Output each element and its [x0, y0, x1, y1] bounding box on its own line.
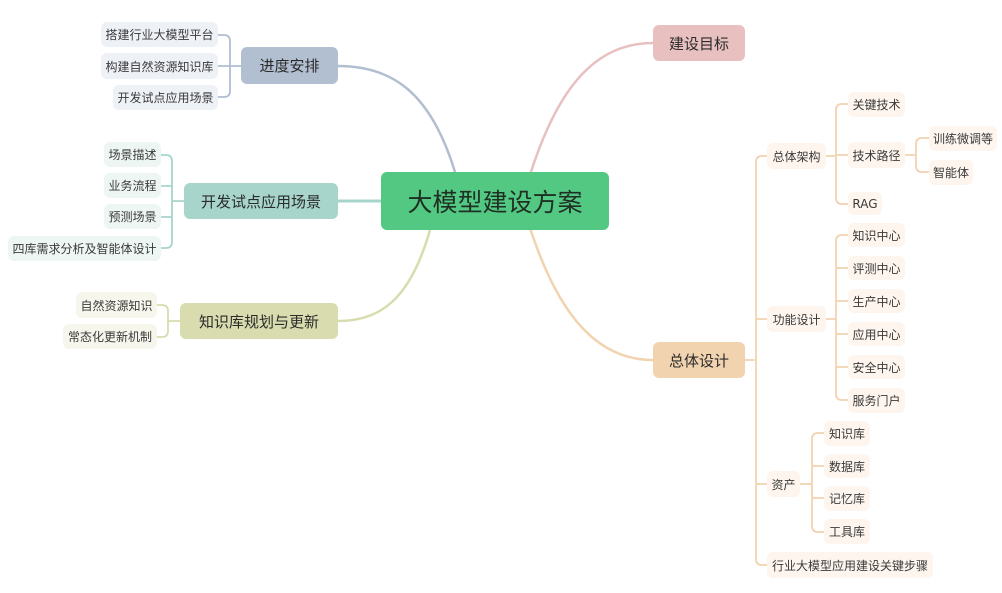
topic-schedule[interactable]: 进度安排 — [241, 47, 338, 84]
topic-kb[interactable]: 知识库规划与更新 — [180, 303, 338, 339]
subtopic[interactable]: 训练微调等 — [929, 126, 997, 151]
subtopic-func[interactable]: 功能设计 — [767, 306, 826, 332]
subtopic[interactable]: 技术路径 — [848, 142, 905, 168]
topic-pilot[interactable]: 开发试点应用场景 — [184, 183, 338, 219]
subtopic[interactable]: 自然资源知识 — [76, 292, 157, 318]
subtopic[interactable]: 开发试点应用场景 — [113, 85, 218, 110]
subtopic[interactable]: 智能体 — [929, 160, 973, 185]
subtopic[interactable]: 业务流程 — [104, 173, 161, 198]
subtopic[interactable]: 工具库 — [824, 519, 870, 544]
topic-goal[interactable]: 建设目标 — [653, 25, 745, 61]
subtopic[interactable]: 场景描述 — [104, 142, 161, 167]
subtopic-steps[interactable]: 行业大模型应用建设关键步骤 — [767, 552, 933, 578]
subtopic[interactable]: 评测中心 — [848, 256, 905, 280]
subtopic-arch[interactable]: 总体架构 — [767, 143, 826, 169]
subtopic[interactable]: RAG — [848, 192, 882, 215]
subtopic[interactable]: 搭建行业大模型平台 — [101, 22, 218, 47]
subtopic[interactable]: 预测场景 — [104, 204, 161, 229]
subtopic[interactable]: 记忆库 — [824, 486, 870, 511]
subtopic[interactable]: 知识库 — [824, 421, 870, 446]
subtopic[interactable]: 服务门户 — [848, 388, 905, 413]
subtopic[interactable]: 构建自然资源知识库 — [101, 53, 218, 79]
subtopic-assets[interactable]: 资产 — [767, 471, 800, 497]
subtopic[interactable]: 数据库 — [824, 454, 870, 478]
subtopic[interactable]: 生产中心 — [848, 289, 905, 313]
subtopic[interactable]: 关键技术 — [848, 92, 905, 117]
root-topic[interactable]: 大模型建设方案 — [381, 172, 609, 230]
topic-design[interactable]: 总体设计 — [653, 342, 745, 378]
subtopic[interactable]: 安全中心 — [848, 355, 905, 379]
subtopic[interactable]: 四库需求分析及智能体设计 — [8, 236, 161, 261]
subtopic[interactable]: 应用中心 — [848, 322, 905, 346]
subtopic[interactable]: 常态化更新机制 — [63, 324, 157, 349]
subtopic[interactable]: 知识中心 — [848, 223, 905, 247]
